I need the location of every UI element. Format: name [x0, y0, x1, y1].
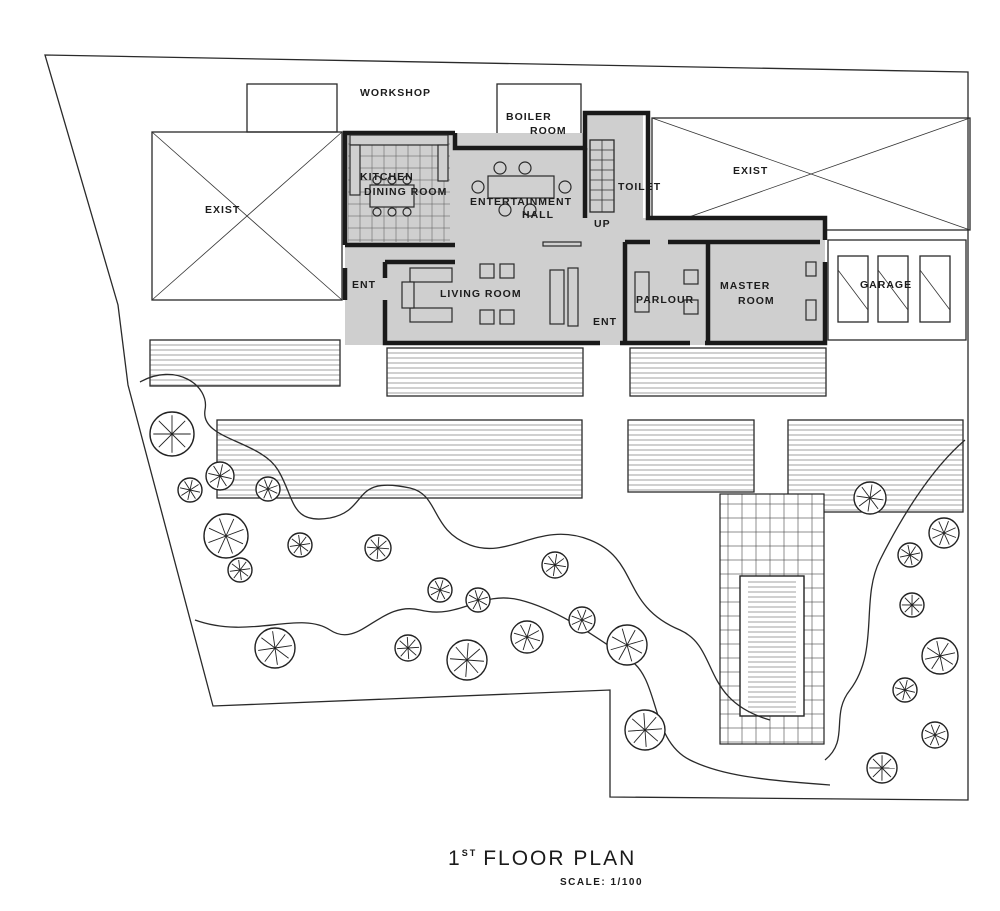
tree-icon	[568, 606, 596, 634]
existing-building-right	[651, 117, 971, 231]
garden-paths	[139, 373, 966, 786]
tree-icon	[364, 534, 392, 562]
label-workshop: WORKSHOP	[360, 87, 431, 99]
tree-icon	[255, 476, 281, 502]
tree-icon	[897, 542, 923, 568]
plan-title-number: 1	[448, 847, 462, 870]
label-master-2: ROOM	[738, 295, 775, 307]
living-room-furniture	[401, 263, 579, 327]
entertainment-hall-table	[471, 161, 582, 247]
tree-icon	[866, 752, 898, 784]
workshop-outline	[246, 83, 338, 133]
label-garage: GARAGE	[860, 279, 912, 291]
tree-icon	[853, 481, 887, 515]
tree-icon	[446, 639, 488, 681]
kitchen-counter	[349, 134, 449, 196]
garden-trees	[149, 411, 960, 784]
label-parlour: PARLOUR	[636, 294, 694, 306]
label-boiler-2: ROOM	[530, 125, 567, 137]
label-up: UP	[594, 218, 611, 230]
tree-icon	[394, 634, 422, 662]
label-kitchen-1: KITCHEN	[360, 171, 414, 183]
plan-title: 1ST FLOOR PLAN	[448, 847, 636, 870]
tree-icon	[510, 620, 544, 654]
tree-icon	[427, 577, 453, 603]
label-entertainment-2: HALL	[522, 209, 554, 221]
label-boiler-1: BOILER	[506, 111, 552, 123]
label-master-1: MASTER	[720, 280, 770, 292]
tree-icon	[149, 411, 195, 457]
tiled-court-and-pool	[719, 493, 825, 745]
tree-icon	[227, 557, 253, 583]
tree-icon	[177, 477, 203, 503]
label-ent-left: ENT	[352, 279, 376, 291]
tree-icon	[928, 517, 960, 549]
label-entertainment-1: ENTERTAINMENT	[470, 196, 572, 208]
label-ent-right: ENT	[593, 316, 617, 328]
tree-icon	[287, 532, 313, 558]
label-toilet: TOILET	[618, 181, 661, 193]
site-boundary	[44, 54, 969, 801]
tree-icon	[899, 592, 925, 618]
label-living-room: LIVING ROOM	[440, 288, 522, 300]
tree-icon	[254, 627, 296, 669]
parlour-furniture	[634, 261, 817, 321]
plan-scale: SCALE: 1/100	[560, 877, 643, 888]
tree-icon	[921, 721, 949, 749]
plan-title-superscript: ST	[462, 848, 478, 858]
tree-icon	[892, 677, 918, 703]
house-walls	[342, 110, 828, 346]
tree-icon	[921, 637, 959, 675]
label-exist-left: EXIST	[205, 204, 240, 216]
tree-icon	[203, 513, 249, 559]
tree-icon	[624, 709, 666, 751]
tree-icon	[541, 551, 569, 579]
label-kitchen-2: DINING ROOM	[364, 186, 447, 198]
staircase	[589, 139, 615, 213]
tree-icon	[205, 461, 235, 491]
garage-cars	[827, 239, 967, 341]
existing-building-left	[151, 131, 343, 301]
tree-icon	[465, 587, 491, 613]
tree-icon	[606, 624, 648, 666]
plan-title-text: FLOOR PLAN	[483, 847, 636, 870]
kitchen-dining-table	[369, 175, 415, 217]
label-exist-right: EXIST	[733, 165, 768, 177]
